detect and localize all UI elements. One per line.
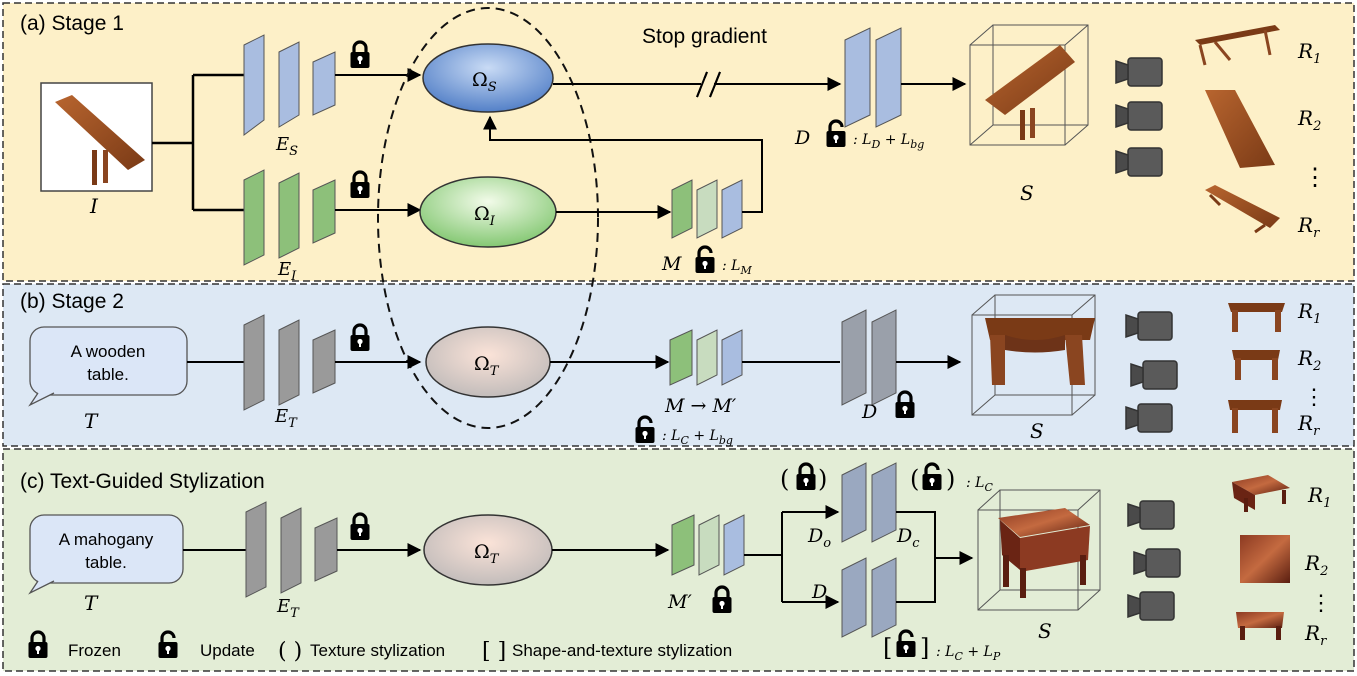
omega-t-label: ΩT bbox=[474, 353, 500, 379]
input-image bbox=[40, 82, 153, 192]
render-rr-label: Rr bbox=[1297, 213, 1320, 241]
render-dots: ⋮ bbox=[1303, 163, 1327, 191]
decoder-d-stage3 bbox=[841, 557, 897, 638]
legend-shape-texture: Shape-and-texture stylization bbox=[512, 641, 732, 660]
render-r1-label-3: R1 bbox=[1307, 483, 1331, 511]
stage3-title: (c) Text-Guided Stylization bbox=[20, 470, 265, 493]
render-dots-2: ⋮ bbox=[1303, 385, 1325, 410]
omega-t3-label: ΩT bbox=[474, 541, 500, 567]
shape-s-label: S bbox=[1020, 181, 1034, 205]
text-prompt-label: T bbox=[84, 409, 99, 433]
render-r2-stage3 bbox=[1240, 535, 1290, 583]
omega-i-label: ΩI bbox=[474, 203, 496, 229]
shape-cube-stage1 bbox=[969, 24, 1089, 146]
encoder-et-stage3 bbox=[245, 501, 338, 598]
bubble3-text-line1: A mahogany bbox=[59, 530, 154, 549]
decoder-d2-label: D bbox=[861, 401, 877, 423]
omega-s-node bbox=[422, 43, 554, 113]
bubble-text-line2: table. bbox=[87, 365, 129, 384]
bracket-open-symbol: [ bbox=[883, 634, 892, 662]
render-r2-label: R2 bbox=[1297, 106, 1321, 134]
shape-table-stage2 bbox=[985, 318, 1095, 385]
text-prompt3-label: T bbox=[84, 591, 99, 615]
render-dots-3: ⋮ bbox=[1310, 591, 1332, 616]
mapper-m-prime bbox=[671, 514, 745, 576]
loss-cp-label: : LC + LP bbox=[936, 644, 1001, 663]
text-bubble-stage2 bbox=[28, 326, 188, 407]
paren-open-symbol-2: ( bbox=[910, 465, 919, 493]
encoder-ei bbox=[243, 169, 336, 266]
legend-frozen: Frozen bbox=[68, 641, 121, 660]
encoder-es bbox=[243, 34, 336, 136]
paren-close-symbol: ) bbox=[818, 465, 827, 493]
bubble-text-line1: A wooden bbox=[71, 342, 146, 361]
legend-texture: Texture stylization bbox=[310, 641, 445, 660]
mapper-m-stage2 bbox=[669, 329, 743, 386]
loss-c-label: : LC bbox=[966, 475, 993, 494]
stage1-title: (a) Stage 1 bbox=[20, 12, 124, 35]
shape-cube-stage3 bbox=[977, 489, 1101, 611]
decoder-dc-label: Dc bbox=[896, 525, 920, 551]
loss-m-label: : LM bbox=[722, 258, 752, 277]
render-r1-stage3 bbox=[1232, 475, 1290, 512]
render-r1-stage1 bbox=[1195, 25, 1280, 66]
decoder-d3-label: D bbox=[811, 581, 827, 603]
loss-cbg-label: : LC + Lbg bbox=[662, 428, 733, 447]
bracket-close-symbol: ] bbox=[920, 634, 929, 662]
render-r1-label-2: R1 bbox=[1297, 299, 1321, 327]
render-rr-label-3: Rr bbox=[1304, 621, 1327, 649]
render-r2-label-2: R2 bbox=[1297, 346, 1321, 374]
mapper-m bbox=[671, 179, 743, 239]
render-r2-stage2 bbox=[1232, 350, 1280, 380]
mapper-m-label: M bbox=[661, 253, 682, 275]
legend-update: Update bbox=[200, 641, 255, 660]
legend-paren-symbol: ( ) bbox=[278, 639, 302, 664]
render-r1-stage2 bbox=[1228, 303, 1285, 332]
shape-s2-label: S bbox=[1030, 419, 1044, 443]
legend-bracket-symbol: [ ] bbox=[482, 639, 506, 664]
mapper-change-label: M → M′ bbox=[664, 395, 737, 417]
bubble3-text-line2: table. bbox=[85, 553, 127, 572]
encoder-ei-label: EI bbox=[277, 259, 297, 284]
render-rr-label-2: Rr bbox=[1297, 411, 1320, 439]
loss-d-label: : LD + Lbg bbox=[853, 132, 924, 151]
decoder-d-stage2 bbox=[841, 309, 897, 406]
shape-table-stage1 bbox=[985, 45, 1075, 140]
mapper-prime-label: M′ bbox=[667, 591, 692, 613]
stage2-title: (b) Stage 2 bbox=[20, 290, 124, 313]
encoder-et-stage2 bbox=[243, 314, 336, 411]
encoder-et3-label: ET bbox=[276, 596, 300, 621]
input-image-label: I bbox=[89, 194, 99, 218]
omega-s-label: ΩS bbox=[472, 69, 497, 95]
stop-gradient-label: Stop gradient bbox=[642, 25, 767, 48]
render-r2-label-3: R2 bbox=[1304, 551, 1328, 579]
render-rr-stage2 bbox=[1228, 400, 1282, 433]
decoder-do-label: Do bbox=[807, 525, 831, 551]
encoder-et-label: ET bbox=[274, 406, 298, 431]
shared-space-ellipse bbox=[377, 7, 599, 429]
shape-table-stage3 bbox=[998, 508, 1090, 598]
render-r2-stage1 bbox=[1205, 90, 1275, 168]
paren-close-symbol-2: ) bbox=[946, 465, 955, 493]
decoder-d-stage1 bbox=[844, 27, 902, 128]
text-bubble-stage3 bbox=[28, 514, 184, 595]
paren-open-symbol: ( bbox=[780, 465, 789, 493]
shape-s3-label: S bbox=[1038, 619, 1052, 643]
decoder-d-label: D bbox=[794, 127, 810, 149]
render-r1-label: R1 bbox=[1297, 39, 1321, 67]
render-rr-stage1 bbox=[1205, 185, 1280, 234]
decoder-do-dc bbox=[841, 462, 897, 543]
render-rr-stage3 bbox=[1236, 612, 1284, 640]
encoder-es-label: ES bbox=[275, 134, 298, 159]
